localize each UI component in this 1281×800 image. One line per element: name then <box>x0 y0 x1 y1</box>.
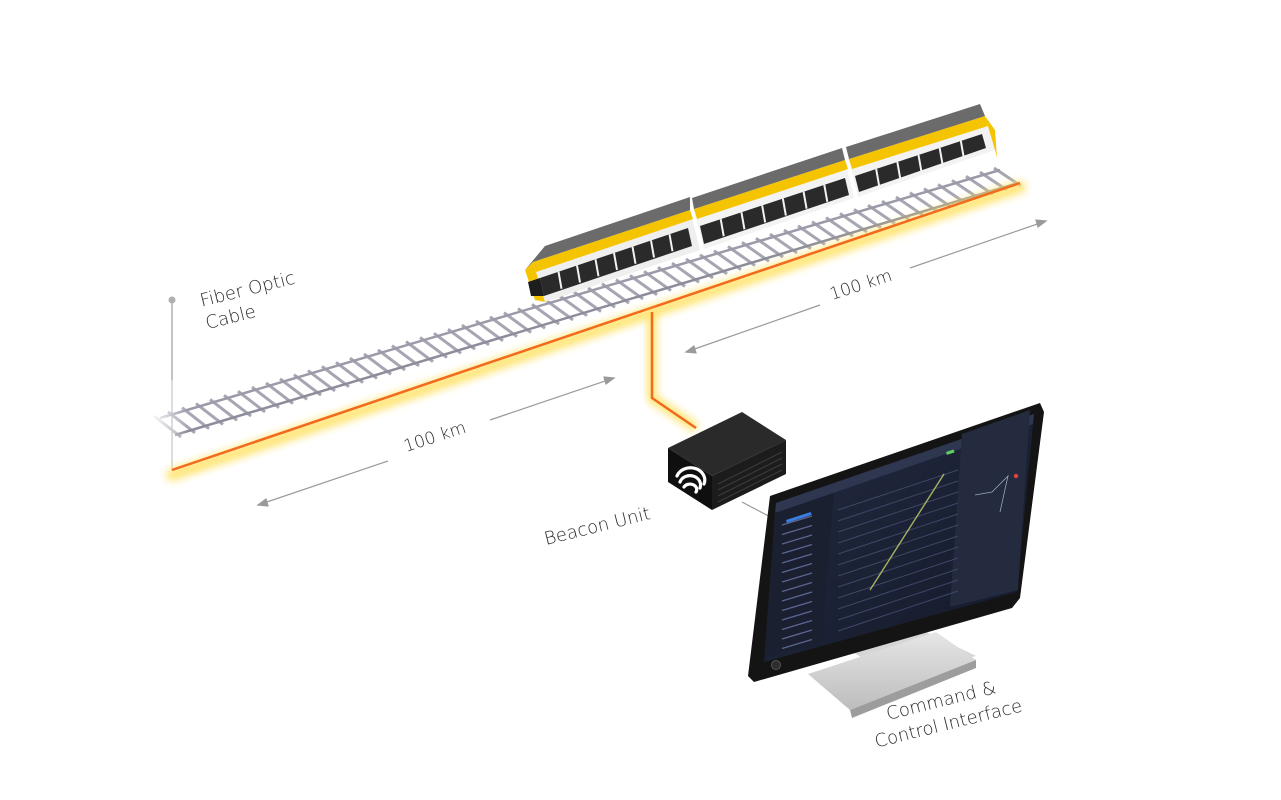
fiber-tap-glow <box>647 312 699 433</box>
window-divider <box>740 212 746 230</box>
screen-row <box>837 480 959 522</box>
monitor-stand-base <box>808 632 976 710</box>
screen-active-tab <box>786 511 812 523</box>
wave-arcs-icon <box>675 466 707 494</box>
sidebar-item <box>781 591 813 602</box>
sidebar-item <box>781 534 813 545</box>
fiber-tap-line <box>650 312 697 430</box>
window-divider <box>668 234 674 252</box>
rail-upper <box>159 168 1001 420</box>
arrowhead-left-a <box>256 497 269 507</box>
sidebar-item <box>781 543 813 555</box>
window-divider <box>917 154 923 173</box>
sidebar-item <box>781 515 813 526</box>
screen-row <box>837 546 959 588</box>
car-front-roof <box>846 104 985 159</box>
beacon-label: Beacon Unit <box>542 503 652 550</box>
screen-row <box>837 568 959 610</box>
window-divider <box>761 205 767 223</box>
car-rear-stripe <box>533 210 693 272</box>
sidebar-item <box>781 629 813 640</box>
monitor <box>748 403 1044 718</box>
window-divider <box>576 265 581 283</box>
arrowhead-right-b <box>1035 219 1048 229</box>
screen-row <box>837 491 959 533</box>
beacon-unit <box>668 412 786 521</box>
distance-label-left: 100 km <box>401 418 468 457</box>
fiber-line <box>171 181 1021 472</box>
arrow-left-b <box>489 377 615 421</box>
sidebar-item <box>781 572 813 583</box>
train-car-middle <box>692 148 854 249</box>
window-divider <box>896 161 902 180</box>
screen-plot-line <box>869 473 945 591</box>
screen-map-path <box>974 474 1009 513</box>
car-rear-cab-window <box>528 278 544 296</box>
window-divider <box>594 259 600 277</box>
screen-table-rows <box>837 469 959 632</box>
train <box>525 104 997 302</box>
window-divider <box>613 252 618 271</box>
beacon-top <box>668 412 786 476</box>
sidebar-item <box>781 610 813 621</box>
arrowhead-left-b <box>603 376 616 386</box>
car-rear-roof <box>525 197 690 270</box>
sidebar-item <box>781 600 813 612</box>
arrowhead-right-a <box>684 344 697 354</box>
beacon-vents <box>717 451 783 503</box>
screen-row <box>837 535 959 577</box>
screen-map-marker <box>1013 473 1019 479</box>
window-divider <box>875 168 881 187</box>
fiber-callout-dot <box>168 296 176 304</box>
window-divider <box>802 191 808 209</box>
train-car-front <box>846 104 997 197</box>
sidebar-item <box>781 562 813 574</box>
sidebar-item <box>781 524 813 536</box>
screen-map-panel <box>950 410 1030 607</box>
rail-lower <box>174 182 1016 437</box>
screen-row <box>837 590 959 632</box>
car-mid-roof <box>692 148 845 209</box>
monitor-stand-edge <box>850 660 976 718</box>
screen-ui <box>765 410 1034 657</box>
screen-row <box>837 513 959 555</box>
window-divider <box>959 140 965 159</box>
window-divider <box>557 271 563 289</box>
screen-row <box>837 502 959 544</box>
sidebar-item <box>781 619 813 631</box>
window-divider <box>650 240 655 258</box>
car-front-stripe <box>849 116 988 169</box>
fiber-glow <box>166 181 1026 481</box>
arrow-right-b <box>909 220 1047 269</box>
distance-label-right: 100 km <box>827 266 894 305</box>
window-divider <box>823 184 829 203</box>
screen-row <box>837 469 959 511</box>
window-dividers <box>557 140 965 289</box>
screen-row <box>837 557 959 599</box>
sidebar-item <box>781 638 813 650</box>
railway-track <box>150 166 1022 470</box>
screen-sidebar-items <box>781 515 813 650</box>
power-button-icon <box>771 660 781 670</box>
screen-row <box>837 579 959 621</box>
fiber-optic-cable <box>166 181 1026 481</box>
window-divider <box>781 198 787 216</box>
car-mid-stripe <box>694 160 848 219</box>
window-divider <box>719 218 725 237</box>
sidebar-item <box>781 581 813 593</box>
sidebar-item <box>781 553 813 564</box>
window-divider <box>938 147 944 166</box>
screen-status-indicator <box>945 449 955 455</box>
arrow-left-a <box>257 460 389 506</box>
arrow-right-a <box>685 304 821 353</box>
car-front-nose <box>985 116 997 158</box>
distance-arrows <box>256 219 1048 507</box>
window-divider <box>631 246 637 264</box>
car-mid-windows <box>700 178 849 244</box>
beacon-left-face <box>668 448 712 510</box>
